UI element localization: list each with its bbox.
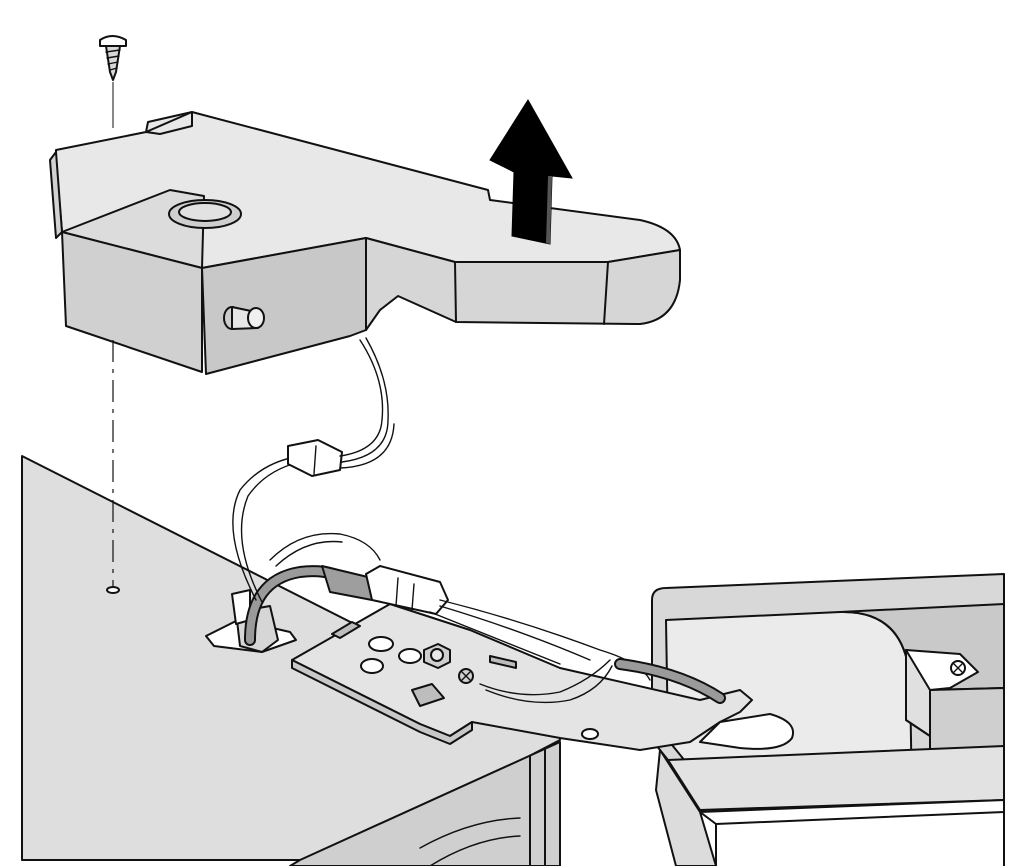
wire-harness xyxy=(232,337,726,704)
screw-hole xyxy=(106,586,120,594)
counter-surface-left xyxy=(21,455,561,866)
sensor-cover xyxy=(49,111,681,375)
right-housing xyxy=(651,573,1005,866)
retaining-clip xyxy=(905,649,979,737)
arrow-up-icon xyxy=(489,99,573,245)
mounting-plate xyxy=(291,603,794,751)
screw-icon xyxy=(99,35,127,81)
